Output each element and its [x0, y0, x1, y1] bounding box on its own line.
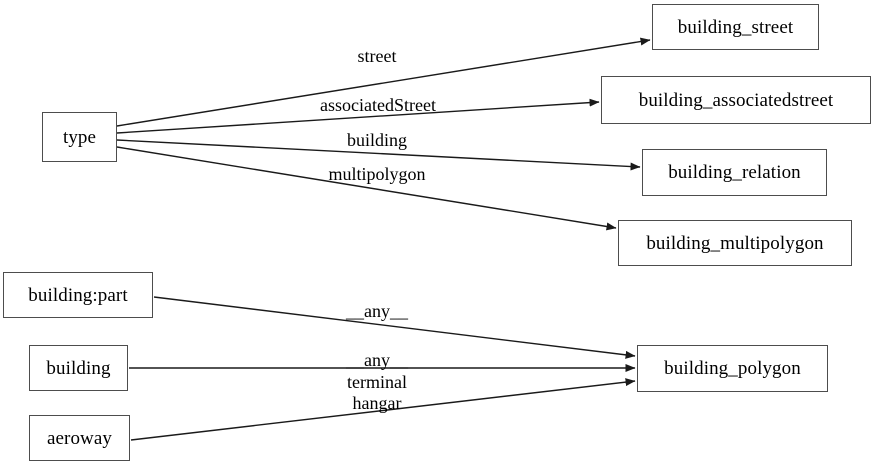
node-label: building — [46, 357, 111, 379]
node-label: type — [62, 126, 97, 148]
edge-label-any: __any__ — [346, 301, 408, 321]
node-label: building_street — [677, 16, 794, 38]
edge-lines — [116, 37, 651, 441]
node-building_relation[interactable]: building_relation — [642, 149, 827, 196]
node-label: building_polygon — [664, 358, 801, 379]
edge-label-hangar: hangar — [352, 393, 402, 413]
edge-type-to-building_street — [116, 37, 651, 127]
node-building[interactable]: building — [29, 345, 128, 391]
edge-type-to-building_multipolygon — [116, 146, 617, 231]
node-label: building_associatedstreet — [638, 89, 834, 111]
node-label: aeroway — [46, 427, 113, 449]
node-label: building_relation — [668, 162, 801, 183]
edge-label-associatedstreet: associatedStreet — [320, 95, 436, 115]
node-building_associatedstreet[interactable]: building_associatedstreet — [601, 76, 871, 124]
node-label: building:part — [28, 284, 128, 306]
node-building_multipolygon[interactable]: building_multipolygon — [618, 220, 852, 266]
edge-building_part-to-building_polygon — [153, 296, 636, 359]
edge-label-any: __any__ — [346, 350, 408, 370]
edge-label-terminal: terminal — [347, 372, 407, 392]
node-building_polygon[interactable]: building_polygon — [637, 345, 828, 392]
node-type[interactable]: type — [42, 112, 117, 162]
edge-type-to-building_relation — [116, 139, 641, 171]
edge-label-building: building — [346, 130, 408, 150]
edge-label-street: street — [357, 46, 397, 66]
edge-type-to-building_associatedstreet — [116, 98, 600, 134]
edge-aeroway-to-building_polygon — [130, 378, 636, 441]
node-label: building_multipolygon — [646, 232, 824, 254]
edge-label-multipolygon: multipolygon — [328, 164, 426, 184]
node-building_part[interactable]: building:part — [3, 272, 153, 318]
node-building_street[interactable]: building_street — [652, 4, 819, 50]
node-aeroway[interactable]: aeroway — [29, 415, 130, 461]
